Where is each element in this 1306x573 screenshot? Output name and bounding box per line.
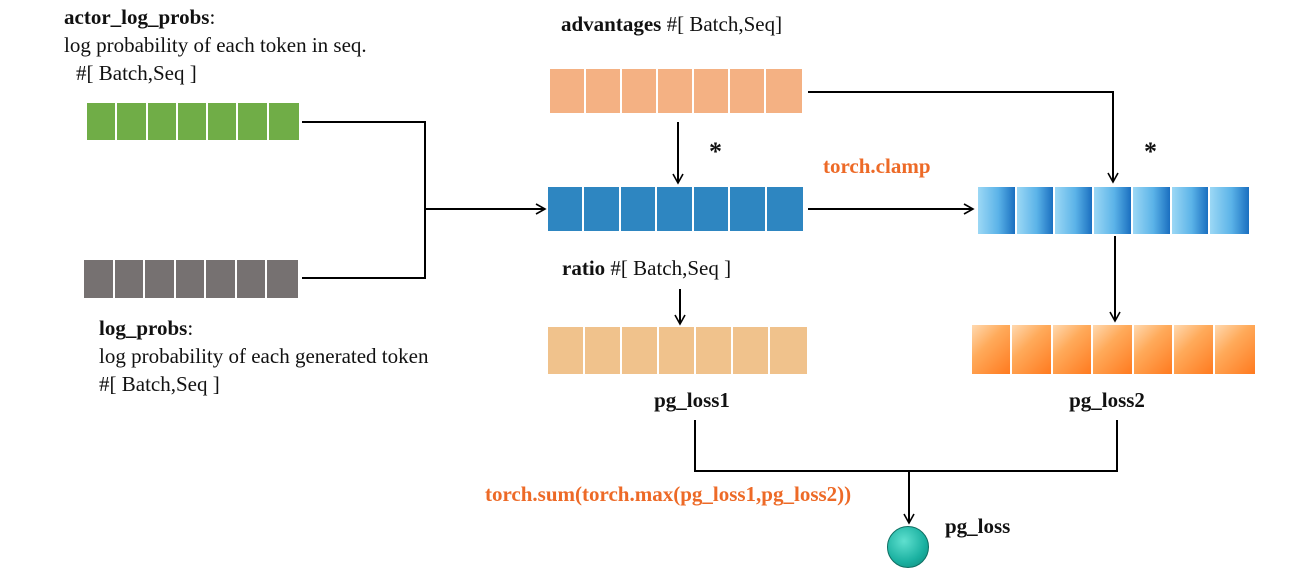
- tensor-cell: [1055, 187, 1095, 234]
- tensor-cell: [1174, 325, 1215, 374]
- tensor-cell: [147, 103, 178, 140]
- log-probs-tensor: [84, 260, 298, 298]
- pg-loss2-label: pg_loss2: [1069, 388, 1145, 412]
- tensor-cell: [548, 187, 585, 231]
- tensor-cell: [620, 187, 658, 231]
- log-probs-colon: :: [187, 316, 194, 340]
- advantages-shape: #[ Batch,Seq]: [661, 12, 783, 36]
- tensor-cell: [585, 327, 622, 374]
- ratio-name: ratio: [562, 256, 606, 280]
- tensor-cell: [1052, 325, 1094, 374]
- log-probs-title: log_probs:: [99, 314, 193, 342]
- tensor-cell: [733, 327, 770, 374]
- tensor-cell: [730, 69, 766, 113]
- tensor-cell: [206, 260, 237, 298]
- losses-merge-line: [694, 420, 1118, 472]
- clamped-ratio-tensor: [978, 187, 1249, 234]
- log-probs-desc: log probability of each generated token: [99, 344, 429, 368]
- actor-log-probs-desc: log probability of each token in seq.: [64, 33, 367, 57]
- tensor-cell: [1093, 325, 1134, 374]
- pg-loss1-tensor: [548, 327, 807, 374]
- tensor-cell: [1132, 187, 1172, 234]
- tensor-cell: [84, 260, 115, 298]
- tensor-cell: [730, 187, 767, 231]
- tensor-cell: [622, 69, 658, 113]
- advantages-to-clamp-arrow: [808, 91, 1119, 184]
- clamp-op-label: torch.clamp: [823, 154, 931, 178]
- tensor-cell: [87, 103, 118, 140]
- tensor-cell: [1094, 187, 1133, 234]
- ratio-label: ratio #[ Batch,Seq ]: [562, 254, 731, 282]
- ratio-tensor: [548, 187, 803, 231]
- actor-log-probs-colon: :: [209, 5, 216, 29]
- tensor-cell: [770, 327, 807, 374]
- tensor-cell: [1012, 325, 1053, 374]
- log-probs-shape: #[ Batch,Seq ]: [99, 372, 220, 396]
- actor-log-probs-name: actor_log_probs: [64, 5, 210, 29]
- tensor-cell: [657, 187, 694, 231]
- ratio-shape: #[ Batch,Seq ]: [605, 256, 732, 280]
- tensor-cell: [548, 327, 585, 374]
- actor-log-probs-tensor: [87, 103, 299, 140]
- tensor-cell: [696, 327, 733, 374]
- tensor-cell: [268, 103, 299, 140]
- advantages-label: advantages #[ Batch,Seq]: [561, 10, 782, 38]
- actor-to-merge-line: [302, 121, 426, 279]
- tensor-cell: [584, 187, 621, 231]
- tensor-cell: [622, 327, 659, 374]
- pg-loss1-label: pg_loss1: [654, 388, 730, 412]
- tensor-cell: [267, 260, 298, 298]
- tensor-cell: [1210, 187, 1249, 234]
- tensor-cell: [766, 187, 803, 231]
- tensor-cell: [550, 69, 586, 113]
- actor-log-probs-title: actor_log_probs:: [64, 3, 215, 31]
- pg-loss2-tensor: [972, 325, 1255, 374]
- tensor-cell: [1133, 325, 1175, 374]
- pg-loss-node: [887, 526, 929, 568]
- tensor-cell: [114, 260, 146, 298]
- tensor-cell: [236, 260, 268, 298]
- tensor-cell: [658, 69, 694, 113]
- advantages-name: advantages: [561, 12, 662, 36]
- sum-max-op-label: torch.sum(torch.max(pg_loss1,pg_loss2)): [485, 482, 852, 506]
- tensor-cell: [175, 260, 207, 298]
- tensor-cell: [978, 187, 1017, 234]
- tensor-cell: [208, 103, 239, 140]
- actor-log-probs-shape: #[ Batch,Seq ]: [76, 61, 197, 85]
- tensor-cell: [693, 187, 731, 231]
- tensor-cell: [1016, 187, 1056, 234]
- tensor-cell: [586, 69, 622, 113]
- multiply-symbol-right: *: [1144, 137, 1157, 166]
- log-probs-name: log_probs: [99, 316, 188, 340]
- tensor-cell: [659, 327, 696, 374]
- pg-loss-label: pg_loss: [945, 514, 1011, 538]
- tensor-cell: [1214, 325, 1255, 374]
- tensor-cell: [177, 103, 209, 140]
- tensor-cell: [238, 103, 269, 140]
- tensor-cell: [145, 260, 176, 298]
- tensor-cell: [694, 69, 730, 113]
- tensor-cell: [972, 325, 1013, 374]
- tensor-cell: [766, 69, 802, 113]
- tensor-cell: [1171, 187, 1211, 234]
- tensor-cell: [117, 103, 148, 140]
- multiply-symbol-left: *: [709, 137, 722, 166]
- advantages-tensor: [550, 69, 802, 113]
